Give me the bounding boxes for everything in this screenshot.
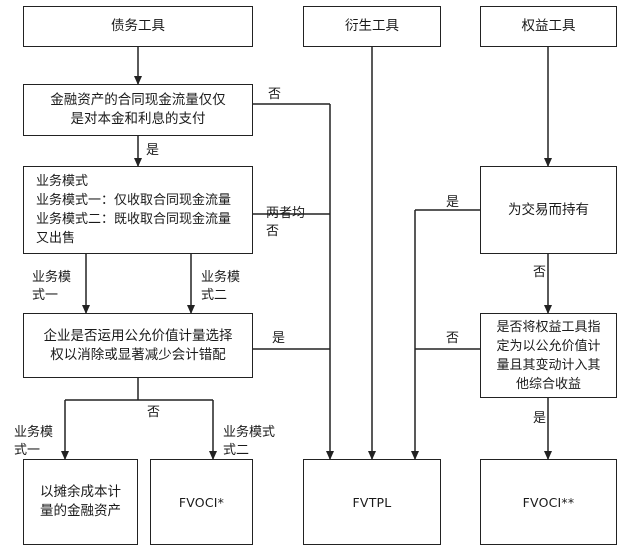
label-bm2-lower: 业务模式 式二 xyxy=(223,425,276,458)
label-oci-yes: 是 xyxy=(533,411,547,426)
label-fvo-no: 否 xyxy=(147,405,161,420)
node-fvoci-equity: FVOCI** xyxy=(480,459,617,545)
node-held-for-trading: 为交易而持有 xyxy=(480,166,617,254)
label-bm1-upper: 业务模 式一 xyxy=(32,270,72,303)
label-bm2-upper: 业务模 式二 xyxy=(201,270,241,303)
node-fvtpl: FVTPL xyxy=(303,459,441,545)
label-sppi-yes: 是 xyxy=(146,143,160,158)
label-oci-no: 否 xyxy=(446,331,460,346)
label-trading-no: 否 xyxy=(533,265,547,280)
node-equity-tool: 权益工具 xyxy=(480,6,617,47)
label-bm1-lower: 业务模 式一 xyxy=(14,425,54,458)
node-sppi-test: 金融资产的合同现金流量仅仅 是对本金和利息的支付 xyxy=(23,84,253,136)
node-derivative-tool: 衍生工具 xyxy=(303,6,441,47)
node-fvoci-debt: FVOCI* xyxy=(150,459,253,545)
node-debt-tool: 债务工具 xyxy=(23,6,253,47)
label-trading-yes: 是 xyxy=(446,195,460,210)
node-oci-designation: 是否将权益工具指 定为以公允价值计 量且其变动计入其 他综合收益 xyxy=(480,313,617,398)
label-fvo-yes: 是 xyxy=(272,331,286,346)
node-amortized-cost: 以摊余成本计 量的金融资产 xyxy=(23,459,138,545)
node-business-model: 业务模式 业务模式一：仅收取合同现金流量 业务模式二：既收取合同现金流量 又出售 xyxy=(23,166,253,254)
label-sppi-no: 否 xyxy=(268,87,282,102)
node-fvo-election: 企业是否运用公允价值计量选择 权以消除或显著减少会计错配 xyxy=(23,313,253,378)
label-both-no: 两者均 否 xyxy=(266,206,306,239)
